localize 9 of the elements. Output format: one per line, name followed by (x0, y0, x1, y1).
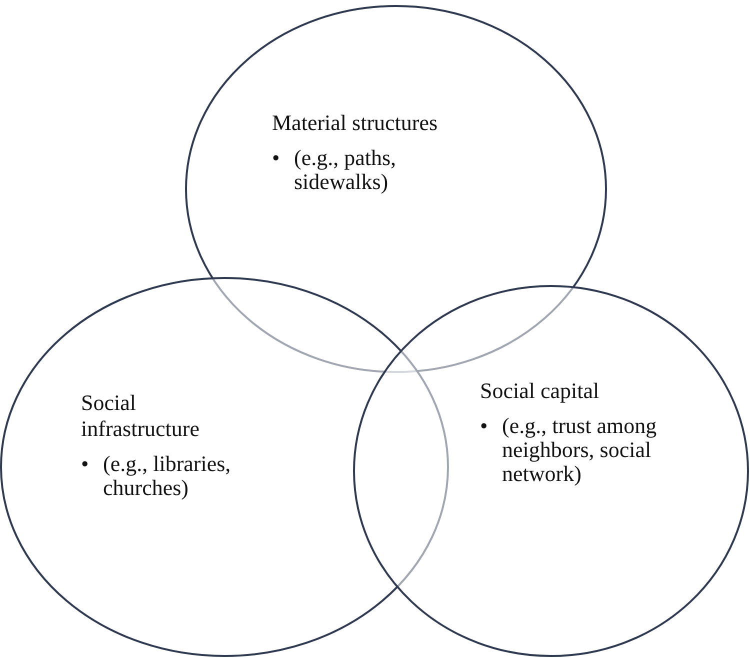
circle-heading: Social infrastructure (81, 390, 200, 442)
bullet-marker: • (272, 146, 281, 172)
bullet-marker: • (81, 452, 90, 478)
circle-heading: Material structures (272, 110, 439, 136)
bullet-text: (e.g., paths, sidewalks) (294, 146, 398, 194)
circle-heading: Social capital (480, 378, 600, 404)
bullet-text: (e.g., libraries, churches) (103, 452, 232, 500)
bullet-text: (e.g., trust among neighbors, social network) (502, 414, 658, 486)
bullet-marker: • (480, 414, 489, 440)
